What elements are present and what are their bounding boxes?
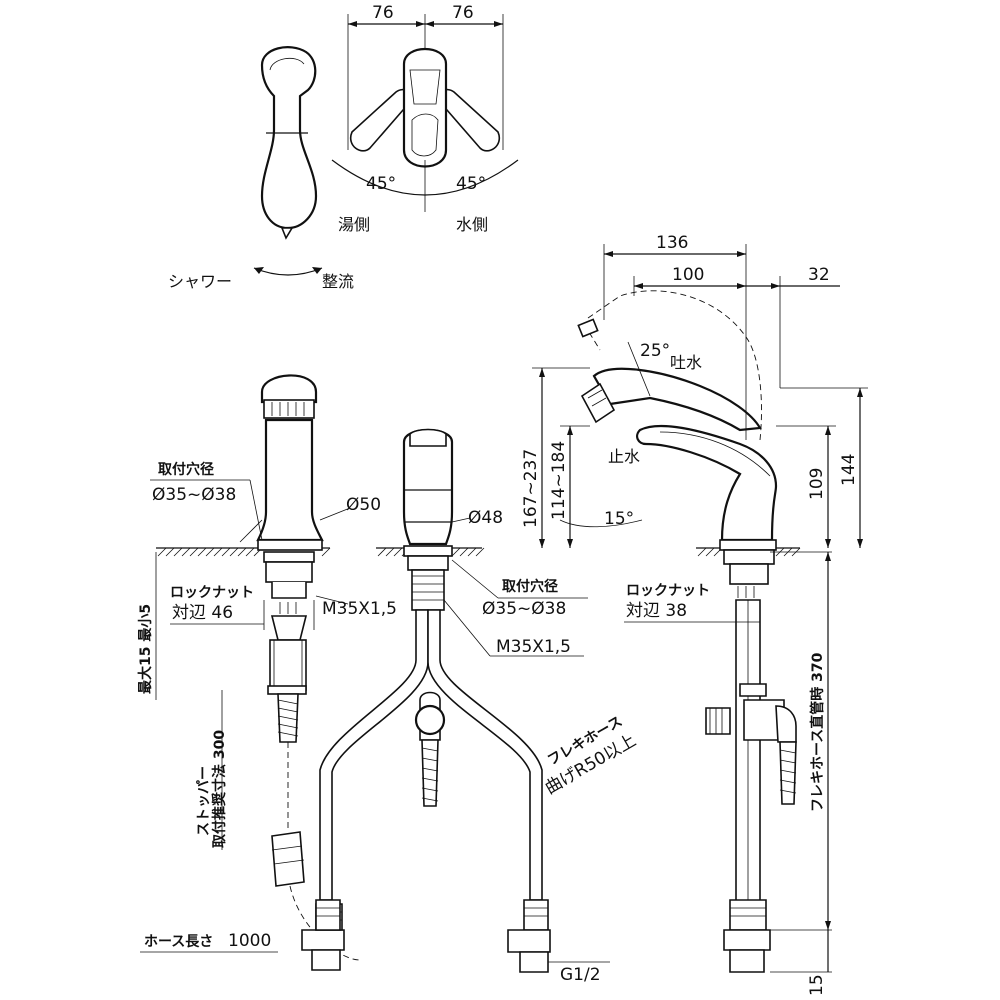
counter-hatch-line [467, 547, 477, 557]
hose-length-label: ホース長さ [144, 934, 213, 950]
hole-diameter-size: Ø35~Ø38 [152, 485, 236, 505]
stop-label: 止水 [608, 447, 640, 466]
locknut-label-left: ロックナット [170, 585, 254, 601]
dim-144: 144 [839, 454, 859, 486]
counter-hatch-line [237, 547, 247, 557]
cold-side-label: 水側 [456, 215, 488, 234]
faucet-side-view: 136 100 32 25° 吐水 止水 15° 167~237 114~184… [521, 233, 868, 996]
angle-25: 25° [640, 341, 670, 361]
handle-rotation-view: 76 76 45° 45° 湯側 水側 [331, 3, 519, 234]
counter-hatch-line [229, 547, 239, 557]
counter-hatch-line [221, 547, 231, 557]
counter-hatch-line [213, 547, 223, 557]
counter-hatch-line [197, 547, 207, 557]
counter-hatch-line [475, 547, 485, 557]
counter-hatch-line [205, 547, 215, 557]
diameter-48: Ø48 [468, 508, 503, 528]
counter-hatch-line [451, 547, 461, 557]
spout-label: 吐水 [670, 353, 702, 372]
hole-diameter-label-front: 取付穴径 [502, 578, 558, 595]
dim-109: 109 [807, 468, 827, 500]
dim-100: 100 [672, 265, 704, 285]
flex-hose-length: フレキホース直管時 370 [809, 652, 826, 812]
counter-hatch-line [157, 547, 167, 557]
counter-surface [156, 547, 801, 557]
counter-hatch-line [189, 547, 199, 557]
dim-76-right: 76 [452, 3, 474, 23]
hole-diameter-label: 取付穴径 [158, 461, 214, 478]
dim-76-left: 76 [372, 3, 394, 23]
angle-45-left: 45° [366, 174, 396, 194]
counter-hatch-line [393, 547, 403, 557]
angle-45-right: 45° [456, 174, 486, 194]
dim-32: 32 [808, 265, 830, 285]
shower-side-view: 取付穴径 Ø35~Ø38 Ø50 ロックナット 対辺 46 M35X1,5 最大… [137, 374, 397, 971]
stopper-label: ストッパー [196, 766, 212, 836]
locknut-size-right: 対辺 38 [626, 601, 687, 621]
hose-length-value: 1000 [228, 931, 271, 951]
aerated-label: 整流 [322, 272, 354, 291]
height-range-114: 114~184 [549, 441, 569, 520]
counter-hatch-line [705, 547, 715, 557]
dim-136: 136 [656, 233, 688, 253]
counter-hatch-line [377, 547, 387, 557]
shower-head-top-view: シャワー 整流 [168, 46, 354, 291]
hole-diameter-size-front: Ø35~Ø38 [482, 599, 566, 619]
diameter-50: Ø50 [346, 495, 381, 515]
g-thread: G1/2 [560, 965, 601, 985]
thread-left: M35X1,5 [322, 599, 397, 619]
height-range-167: 167~237 [521, 449, 541, 528]
shower-label: シャワー [168, 272, 232, 291]
hot-side-label: 湯側 [338, 215, 370, 234]
counter-hatch-line [245, 547, 255, 557]
locknut-size-left: 対辺 46 [172, 603, 233, 623]
angle-15: 15° [604, 509, 634, 529]
counter-hatch-line [165, 547, 175, 557]
thread-front: M35X1,5 [496, 637, 571, 657]
counter-hatch-line [173, 547, 183, 557]
counter-hatch-line [385, 547, 395, 557]
locknut-label-right: ロックナット [626, 583, 710, 599]
stopper-dimension: 取付推奨寸法 300 [211, 730, 228, 848]
counter-thickness: 最大15 最小5 [137, 604, 154, 694]
faucet-front-view: Ø48 取付穴径 Ø35~Ø38 M35X1,5 フレキホース 曲げR50以上 … [315, 428, 640, 985]
counter-hatch-line [181, 547, 191, 557]
counter-hatch-line [697, 547, 707, 557]
dim-15-bottom: 15 [807, 974, 827, 996]
counter-hatch-line [459, 547, 469, 557]
counter-hatch-line [321, 547, 331, 557]
